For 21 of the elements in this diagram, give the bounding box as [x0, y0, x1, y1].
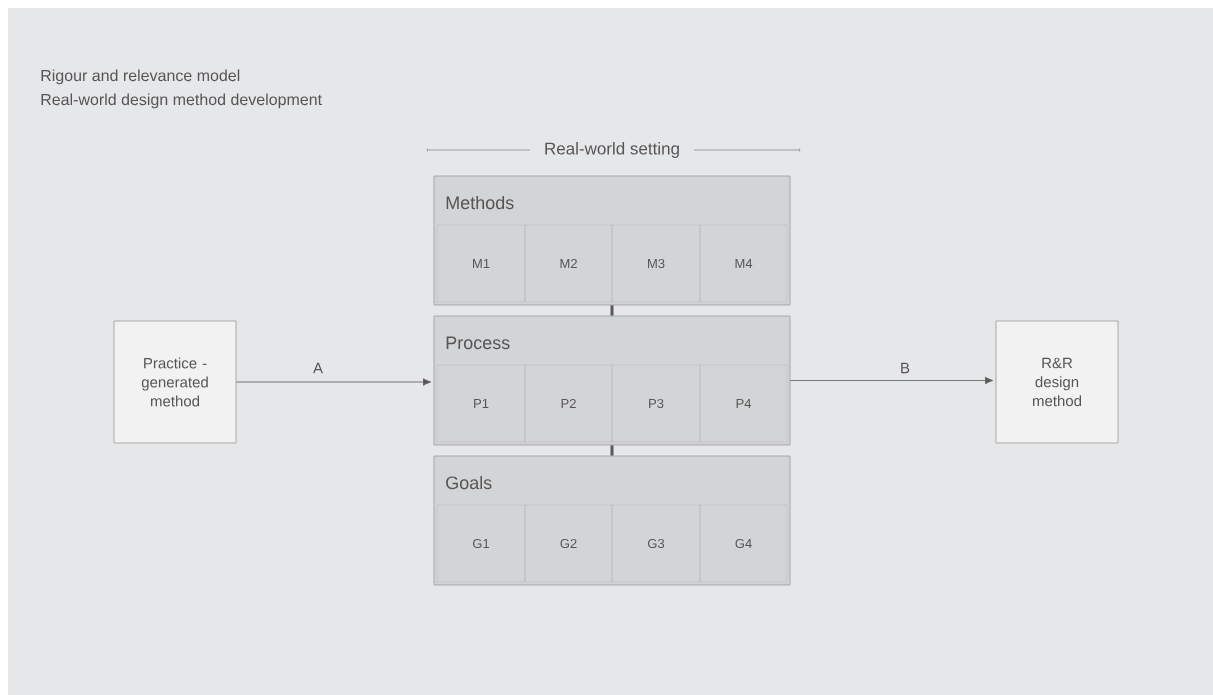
- arrow: [236, 378, 432, 386]
- cell: P1: [436, 364, 526, 443]
- cell: G2: [524, 504, 613, 583]
- cell: P2: [524, 364, 613, 443]
- cell: G1: [436, 504, 526, 583]
- cell: G4: [699, 504, 788, 583]
- cell: M2: [524, 224, 613, 303]
- method-box: R&R design method: [995, 320, 1119, 444]
- connector: [610, 305, 614, 316]
- subtitle: Real-world design method development: [41, 93, 322, 109]
- cell: M3: [611, 224, 701, 303]
- cell: G3: [611, 504, 701, 583]
- arrow: [790, 376, 994, 385]
- cell: M4: [699, 224, 788, 303]
- cell: P3: [611, 364, 701, 443]
- title: Rigour and relevance model: [41, 69, 240, 85]
- section-heading: Real-world setting: [530, 138, 695, 162]
- method-box: Practice - generated method: [113, 320, 237, 444]
- cell: M1: [436, 224, 526, 303]
- connector: [610, 445, 614, 456]
- cell: P4: [699, 364, 788, 443]
